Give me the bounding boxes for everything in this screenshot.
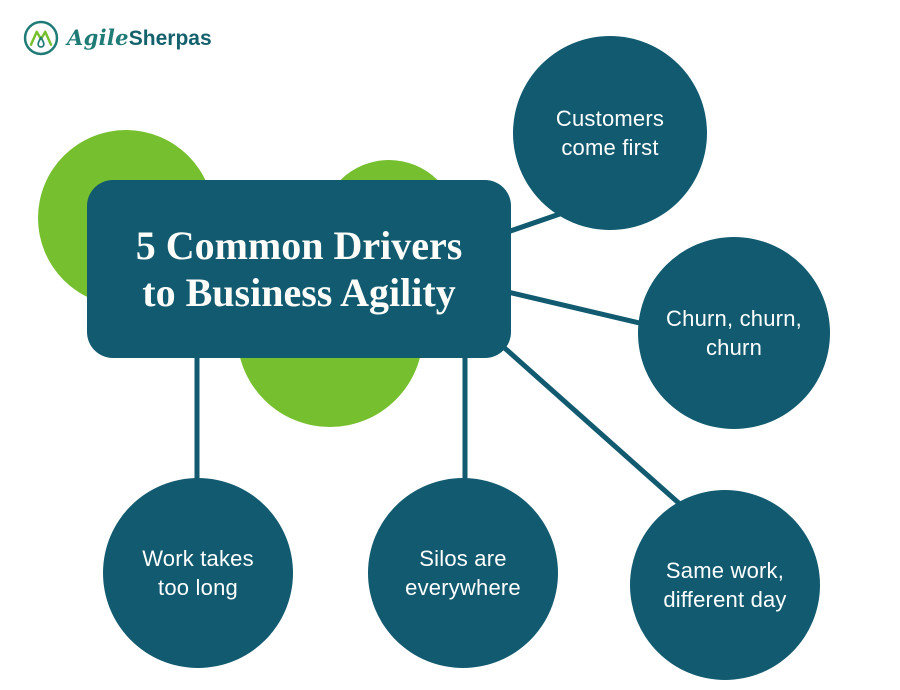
brand-logo: AgileSherpas	[22, 19, 212, 57]
node-same-work-different-day: Same work, different day	[630, 490, 820, 680]
node-same-work-line1: Same work,	[665, 557, 785, 583]
node-churn-churn-churn: Churn, churn, churn	[638, 237, 830, 429]
central-topic-line1: 5 Common Drivers	[135, 222, 463, 268]
node-churn-line2: churn	[705, 335, 763, 360]
node-work-line1: Work takes	[142, 545, 254, 571]
node-same-work-line2: different day	[663, 587, 787, 612]
brand-name: AgileSherpas	[67, 25, 212, 51]
node-churn-line1: Churn, churn,	[666, 305, 802, 331]
central-topic: 5 Common Drivers to Business Agility	[87, 180, 511, 358]
node-customers-come-first: Customers come first	[513, 36, 707, 230]
central-topic-line2: to Business Agility	[142, 270, 456, 315]
node-customers-line2: come first	[561, 135, 659, 160]
node-work-takes-too-long: Work takes too long	[103, 478, 293, 668]
brand-name-agile: Agile	[67, 25, 129, 50]
mountain-droplet-logo-icon	[23, 20, 59, 56]
node-silos-line1: Silos are	[419, 545, 507, 571]
node-silos-line2: everywhere	[405, 575, 521, 600]
node-customers-line1: Customers	[555, 105, 665, 131]
brand-name-sherpas: Sherpas	[128, 27, 212, 50]
node-work-line2: too long	[158, 575, 238, 600]
connector-same-work-different-day	[488, 333, 702, 524]
node-silos-are-everywhere: Silos are everywhere	[368, 478, 558, 668]
